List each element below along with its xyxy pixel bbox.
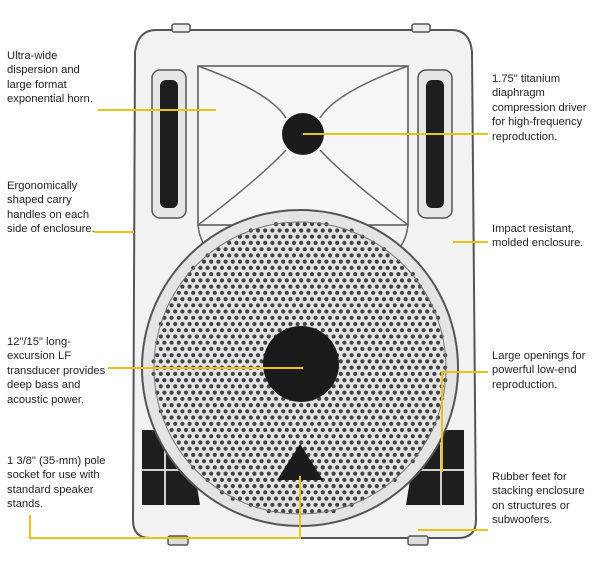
callout-carry-handles: Ergonomically shaped carry handles on ea… bbox=[7, 180, 95, 236]
leader-pole-socket bbox=[29, 476, 301, 539]
carry-handle-right bbox=[417, 69, 453, 219]
callout-enclosure: Impact resistant, molded enclosure. bbox=[492, 223, 584, 250]
callout-compression-driver: 1.75" titanium diaphragm compression dri… bbox=[492, 73, 587, 143]
rubber-foot-right bbox=[407, 535, 429, 546]
top-nub-right bbox=[411, 23, 431, 33]
carry-handle-left bbox=[151, 69, 187, 219]
lf-transducer-dust-cap bbox=[263, 326, 339, 402]
callout-leaders bbox=[29, 109, 488, 539]
top-nub-left bbox=[171, 23, 191, 33]
callout-rubber-feet: Rubber feet for stacking enclosure on st… bbox=[492, 471, 585, 527]
leader-low-end-openings bbox=[441, 371, 488, 472]
logo-triangle bbox=[277, 444, 323, 480]
callout-pole-socket: 1 3/8" (35-mm) pole socket for use with … bbox=[7, 455, 106, 511]
callout-low-end-openings: Large openings for powerful low-end repr… bbox=[492, 350, 586, 391]
callout-lf-transducer: 12"/15" long- excursion LF transducer pr… bbox=[7, 336, 106, 406]
callout-horn: Ultra-wide dispersion and large format e… bbox=[7, 50, 93, 106]
